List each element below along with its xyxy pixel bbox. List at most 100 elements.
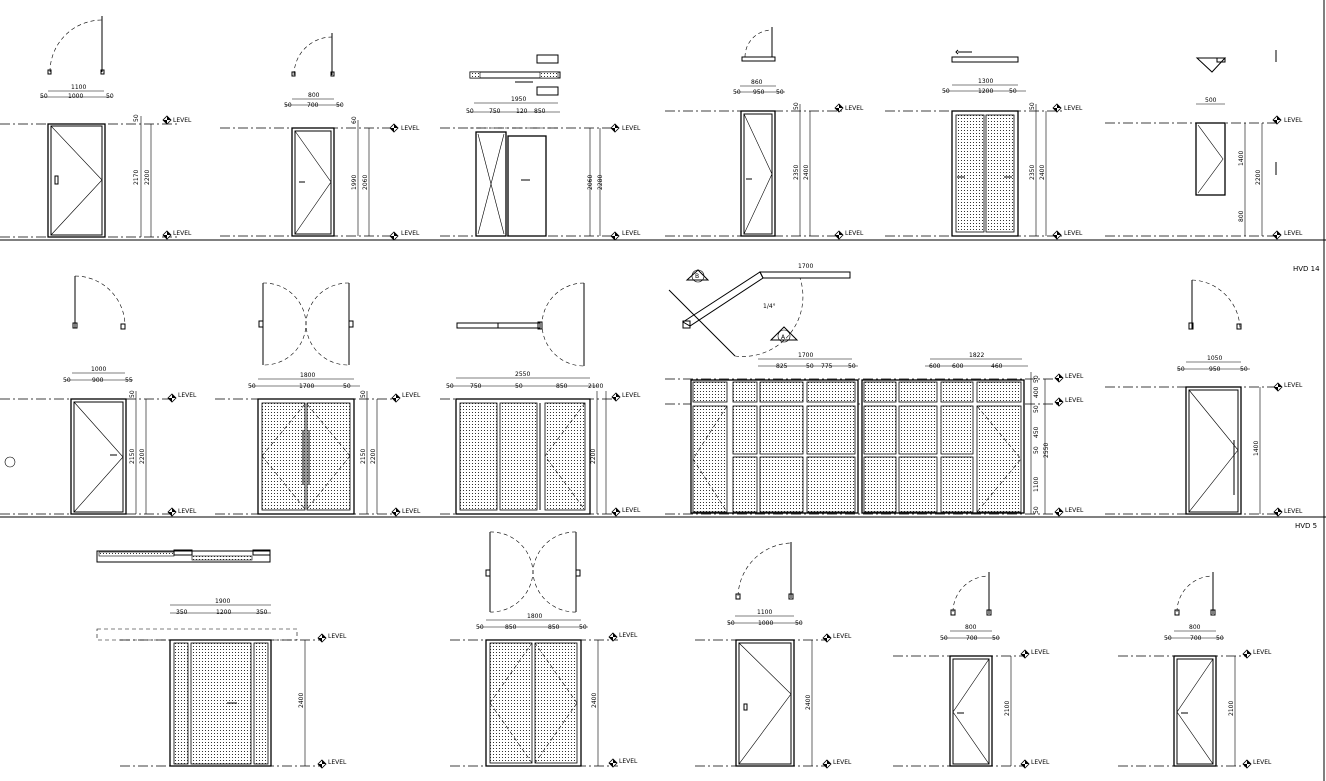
dim: 800 bbox=[1238, 210, 1245, 222]
door-r3-d4: 800 50 700 50 2100 bbox=[940, 572, 1012, 767]
dim: 2060 bbox=[587, 175, 594, 190]
dim: 50 bbox=[1177, 366, 1185, 373]
level-label: LEVEL bbox=[619, 758, 638, 765]
level-label: LEVEL bbox=[833, 759, 852, 766]
dim: 50 bbox=[515, 383, 523, 390]
dim: 1950 bbox=[511, 96, 526, 103]
dim: 2350 bbox=[793, 165, 800, 180]
dim: 2550 bbox=[515, 371, 530, 378]
door-r1-d6: 500 1400 800 2200 bbox=[1195, 50, 1277, 236]
door-r3-d1: 1900 350 1200 350 2400 bbox=[96, 549, 306, 767]
marker-b: B bbox=[695, 273, 699, 280]
level-label: LEVEL bbox=[401, 230, 420, 237]
dim: 460 bbox=[991, 363, 1003, 370]
level-label: LEVEL bbox=[1031, 649, 1050, 656]
dim: 50 bbox=[476, 624, 484, 631]
dim: 50 bbox=[795, 620, 803, 627]
level-label: LEVEL bbox=[622, 230, 641, 237]
dim: 50 bbox=[776, 89, 784, 96]
level-label: LEVEL bbox=[1065, 373, 1084, 380]
dim: 400 bbox=[1033, 386, 1040, 398]
dim: 2150 bbox=[129, 449, 136, 464]
dim: 2550 bbox=[1043, 443, 1050, 458]
dim: 50 bbox=[727, 620, 735, 627]
door-r1-d3: 1950 50 750 120 850 2060 2280 bbox=[466, 54, 604, 237]
dim: 2100 bbox=[588, 383, 603, 390]
dim: 50 bbox=[733, 89, 741, 96]
level-label: LEVEL bbox=[1031, 759, 1050, 766]
level-label: LEVEL bbox=[622, 507, 641, 514]
dim: 1000 bbox=[758, 620, 773, 627]
dim: 2100 bbox=[1004, 701, 1011, 716]
marker-a: A bbox=[781, 334, 786, 341]
dim: 850 bbox=[556, 383, 568, 390]
dim: 800 bbox=[308, 92, 320, 99]
dim: 1800 bbox=[527, 613, 542, 620]
dim: 50 bbox=[133, 114, 140, 122]
level-label: LEVEL bbox=[328, 633, 347, 640]
dim: 2350 bbox=[1029, 165, 1036, 180]
dim: 50 bbox=[129, 390, 136, 398]
dim: 50 bbox=[1240, 366, 1248, 373]
level-label: LEVEL bbox=[328, 759, 347, 766]
dim: 950 bbox=[1209, 366, 1221, 373]
dim: 2150 bbox=[360, 449, 367, 464]
dim: 2400 bbox=[591, 693, 598, 708]
dim: 600 bbox=[952, 363, 964, 370]
dim: 800 bbox=[965, 624, 977, 631]
door-r3-d5: 800 50 700 50 2100 bbox=[1164, 572, 1236, 767]
dim: 1300 bbox=[978, 78, 993, 85]
level-label: LEVEL bbox=[833, 633, 852, 640]
dim: 1000 bbox=[91, 366, 106, 373]
dim: 2200 bbox=[590, 449, 597, 464]
dim: 50 bbox=[992, 635, 1000, 642]
dim: 50 bbox=[848, 363, 856, 370]
level-label: LEVEL bbox=[1064, 230, 1083, 237]
section-label-hvd5: HVD 5 bbox=[1295, 522, 1317, 530]
dim: 1050 bbox=[1207, 355, 1222, 362]
level-label: LEVEL bbox=[402, 392, 421, 399]
level-label: LEVEL bbox=[178, 508, 197, 515]
section-label-hvd14: HVD 14 bbox=[1293, 265, 1320, 273]
dim: 1700 bbox=[299, 383, 314, 390]
dim: 850 bbox=[505, 624, 517, 631]
door-r2-d1: 1000 50 900 55 2150 2200 50 bbox=[63, 275, 147, 515]
dim: 50 bbox=[106, 93, 114, 100]
dim: 2200 bbox=[370, 449, 377, 464]
dim: 700 bbox=[307, 102, 319, 109]
dim: 60 bbox=[351, 116, 358, 124]
door-r1-d1: 1100 50 1000 50 2170 2200 50 bbox=[40, 16, 152, 238]
dim: 2400 bbox=[298, 693, 305, 708]
dim: 50 bbox=[1033, 506, 1040, 514]
door-r2-d4: B 1700 1/4° A 1700 825 50 775 50 1822 60… bbox=[668, 263, 1050, 514]
door-r2-d3: 2550 50 750 50 850 2100 2200 bbox=[446, 282, 607, 515]
dim: 1200 bbox=[216, 609, 231, 616]
dim: 775 bbox=[821, 363, 833, 370]
level-markers: LEVEL LEVEL LEVEL LEVEL LEVEL LEVEL LEVE… bbox=[162, 103, 1303, 769]
level-label: LEVEL bbox=[845, 230, 864, 237]
door-r1-d4: 860 50 950 50 2350 2400 50 bbox=[733, 27, 811, 237]
dim: 800 bbox=[1189, 624, 1201, 631]
level-label: LEVEL bbox=[619, 632, 638, 639]
dim: 1822 bbox=[969, 352, 984, 359]
dim: 50 bbox=[1216, 635, 1224, 642]
dim: 860 bbox=[751, 79, 763, 86]
dim: 2200 bbox=[139, 449, 146, 464]
dim: 1200 bbox=[978, 88, 993, 95]
level-label: LEVEL bbox=[1253, 759, 1272, 766]
dim: 120 bbox=[516, 108, 528, 115]
dim: 350 bbox=[176, 609, 188, 616]
dim: 55 bbox=[125, 377, 133, 384]
dim: 2200 bbox=[1255, 170, 1262, 185]
level-label: LEVEL bbox=[173, 230, 192, 237]
dim: 600 bbox=[929, 363, 941, 370]
dim: 1700 bbox=[798, 263, 813, 270]
dim: 450 bbox=[1033, 426, 1040, 438]
dim: 2400 bbox=[803, 165, 810, 180]
dim: 50 bbox=[1033, 446, 1040, 454]
door-r1-d5: 1300 50 1200 50 2350 2400 50 bbox=[942, 49, 1047, 237]
dim: 900 bbox=[92, 377, 104, 384]
dim: 700 bbox=[1190, 635, 1202, 642]
north-marker-icon bbox=[4, 456, 16, 468]
